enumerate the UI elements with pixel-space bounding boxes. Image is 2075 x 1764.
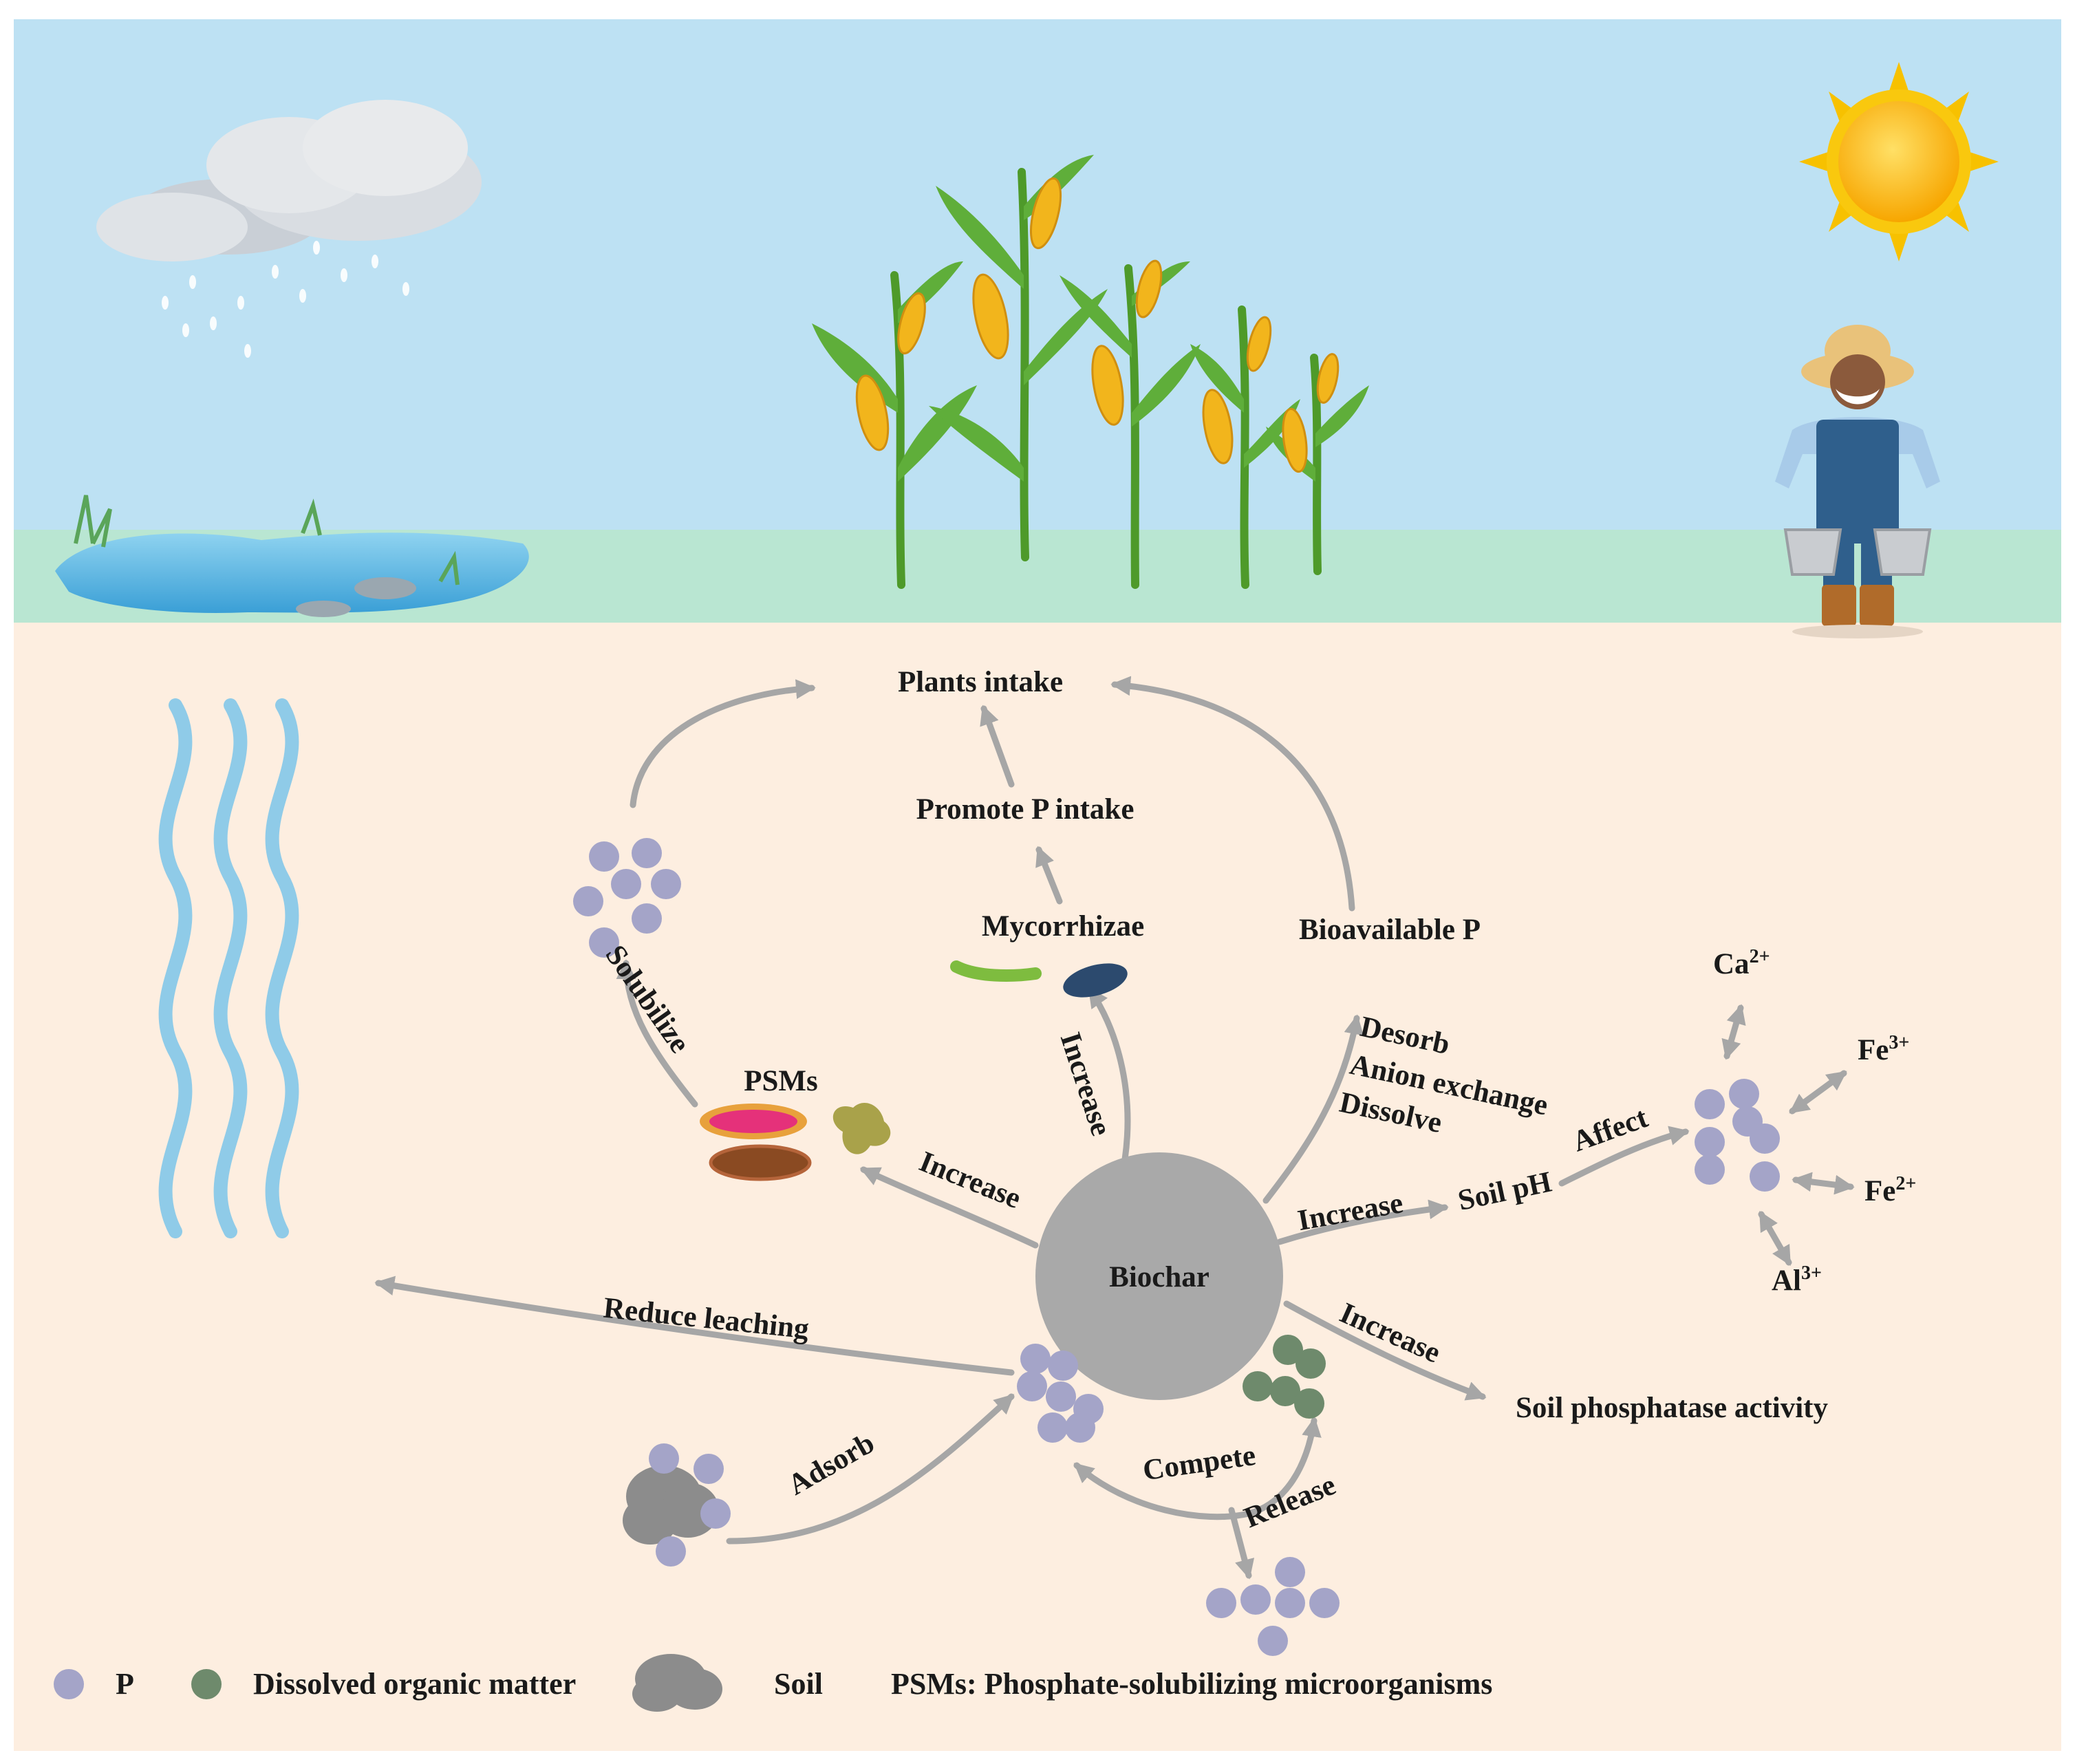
arrow-al-exchange — [1758, 1210, 1792, 1267]
legend-dom-swatch — [191, 1669, 222, 1699]
psms-microbes-icon — [700, 1102, 891, 1181]
biochar-particle — [1035, 1152, 1283, 1400]
ca-ion-label: Ca2+ — [1713, 946, 1770, 980]
arrow-biochar-to-psms — [859, 1166, 1039, 1249]
sky-background — [14, 19, 2061, 530]
legend-p-swatch — [54, 1669, 84, 1699]
legend: P Dissolved organic matter Soil PSMs: Ph… — [54, 1654, 1492, 1712]
arrow-release — [1228, 1507, 1255, 1580]
soil-phosphatase-activity-label: Soil phosphatase activity — [1516, 1392, 1828, 1424]
legend-soil-label: Soil — [774, 1667, 823, 1701]
mycorrhizae-microbes-icon — [950, 960, 1128, 998]
soil-with-p-icon — [623, 1443, 731, 1567]
arrow-biochar-to-phosphatase — [1283, 1300, 1487, 1401]
fe2-ion-label: Fe2+ — [1864, 1173, 1916, 1207]
legend-p-label: P — [116, 1667, 134, 1701]
bioavailable-p-label: Bioavailable P — [1299, 914, 1481, 946]
legend-soil-swatch — [632, 1654, 722, 1712]
legend-dom-label: Dissolved organic matter — [253, 1667, 576, 1701]
arrow-compete — [1073, 1417, 1322, 1520]
biochar-label: Biochar — [1109, 1261, 1209, 1293]
psms-label: PSMs — [744, 1065, 818, 1097]
plants-intake-label: Plants intake — [898, 666, 1063, 698]
promote-p-intake-label: Promote P intake — [916, 793, 1135, 826]
arrow-fe2-exchange — [1792, 1172, 1855, 1195]
soil-background — [14, 623, 2061, 1751]
pond-icon — [55, 495, 529, 617]
legend-psms-label: PSMs: Phosphate-solubilizing microorgani… — [891, 1667, 1492, 1701]
arrow-ca-exchange — [1721, 1004, 1746, 1060]
arrow-biochar-reduce-leaching — [374, 1276, 1015, 1376]
farmer-icon — [1775, 325, 1940, 638]
arrow-promote-to-plants — [980, 704, 1015, 788]
corn-plants-icon — [812, 155, 1369, 589]
arrow-soil-ph-affect-ions — [1558, 1126, 1690, 1187]
arrow-mycorrhizae-to-promote — [1035, 846, 1063, 905]
arrow-psms-to-p — [616, 959, 698, 1108]
arrow-biochar-to-mycorrhizae — [1087, 987, 1131, 1163]
arrow-fe3-exchange — [1789, 1070, 1847, 1115]
mycorrhizae-label: Mycorrhizae — [982, 910, 1144, 943]
arrow-biochar-to-bioavailable — [1262, 1014, 1364, 1204]
arrow-biochar-to-soil-ph — [1276, 1199, 1449, 1245]
arrow-solubilized-p-to-plants — [630, 679, 816, 808]
leaching-water-waves — [158, 698, 299, 1238]
fe3-ion-label: Fe3+ — [1858, 1032, 1909, 1066]
al-ion-label: Al3+ — [1772, 1262, 1822, 1297]
arrow-soil-adsorb-p — [726, 1393, 1015, 1545]
sun-icon — [1799, 62, 1999, 261]
rain-cloud-icon — [96, 100, 482, 358]
arrow-bioavailable-p-to-plants — [1110, 676, 1355, 912]
